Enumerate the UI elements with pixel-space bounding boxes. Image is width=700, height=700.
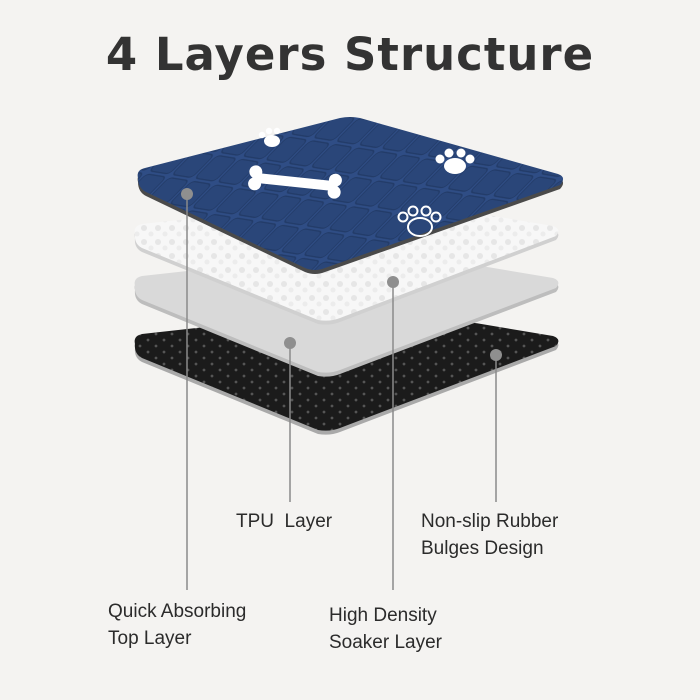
label-line: Non-slip Rubber <box>421 508 558 535</box>
label-line: High Density <box>329 602 442 629</box>
label-tpu-layer: TPU Layer <box>236 508 332 535</box>
label-line: TPU Layer <box>236 508 332 535</box>
label-line: Bulges Design <box>421 535 558 562</box>
label-line: Quick Absorbing <box>108 598 246 625</box>
label-top-layer: Quick Absorbing Top Layer <box>108 598 246 652</box>
label-line: Soaker Layer <box>329 629 442 656</box>
label-rubber-layer: Non-slip Rubber Bulges Design <box>421 508 558 562</box>
label-line: Top Layer <box>108 625 246 652</box>
label-soaker-layer: High Density Soaker Layer <box>329 602 442 656</box>
